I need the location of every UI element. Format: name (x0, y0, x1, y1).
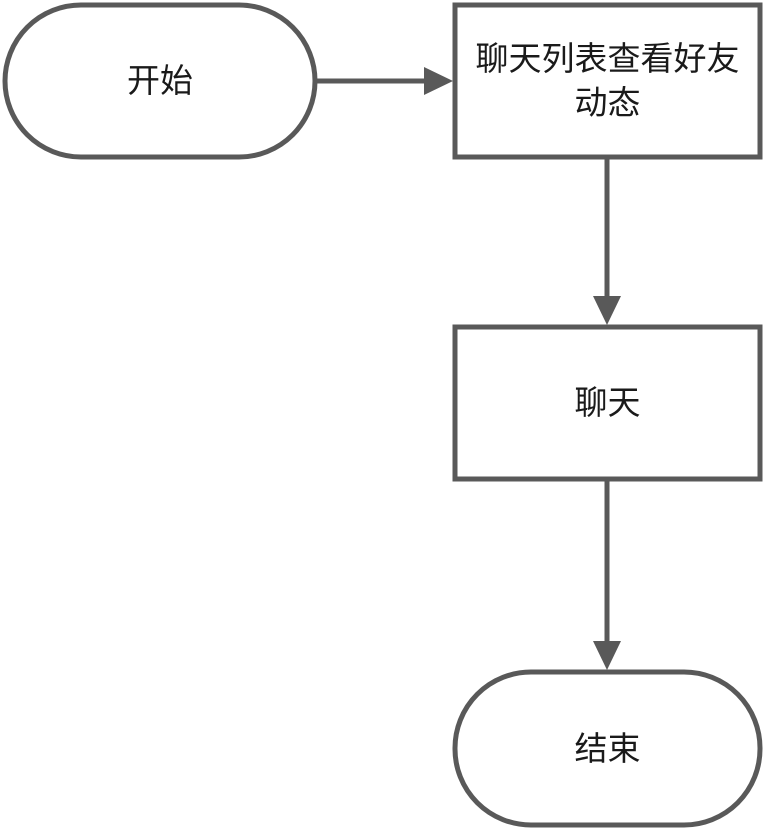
start-node-label: 开始 (127, 61, 193, 100)
arrowhead-icon (424, 67, 453, 95)
edge-chat-to-end (593, 479, 621, 670)
end-terminal-shape (452, 669, 763, 828)
chat-node-label: 聊天 (574, 383, 641, 422)
view-friend-feed-process-shape (452, 2, 763, 160)
arrowhead-icon (593, 296, 621, 325)
chat-process-shape (452, 324, 763, 482)
edge-start-to-view-friend-feed (315, 67, 453, 95)
end-node-label: 结束 (574, 728, 641, 768)
view-friend-feed-node-label: 聊天列表查看好友动态 (475, 39, 740, 122)
arrowhead-icon (593, 641, 621, 670)
edge-view-friend-feed-to-chat (593, 157, 621, 325)
